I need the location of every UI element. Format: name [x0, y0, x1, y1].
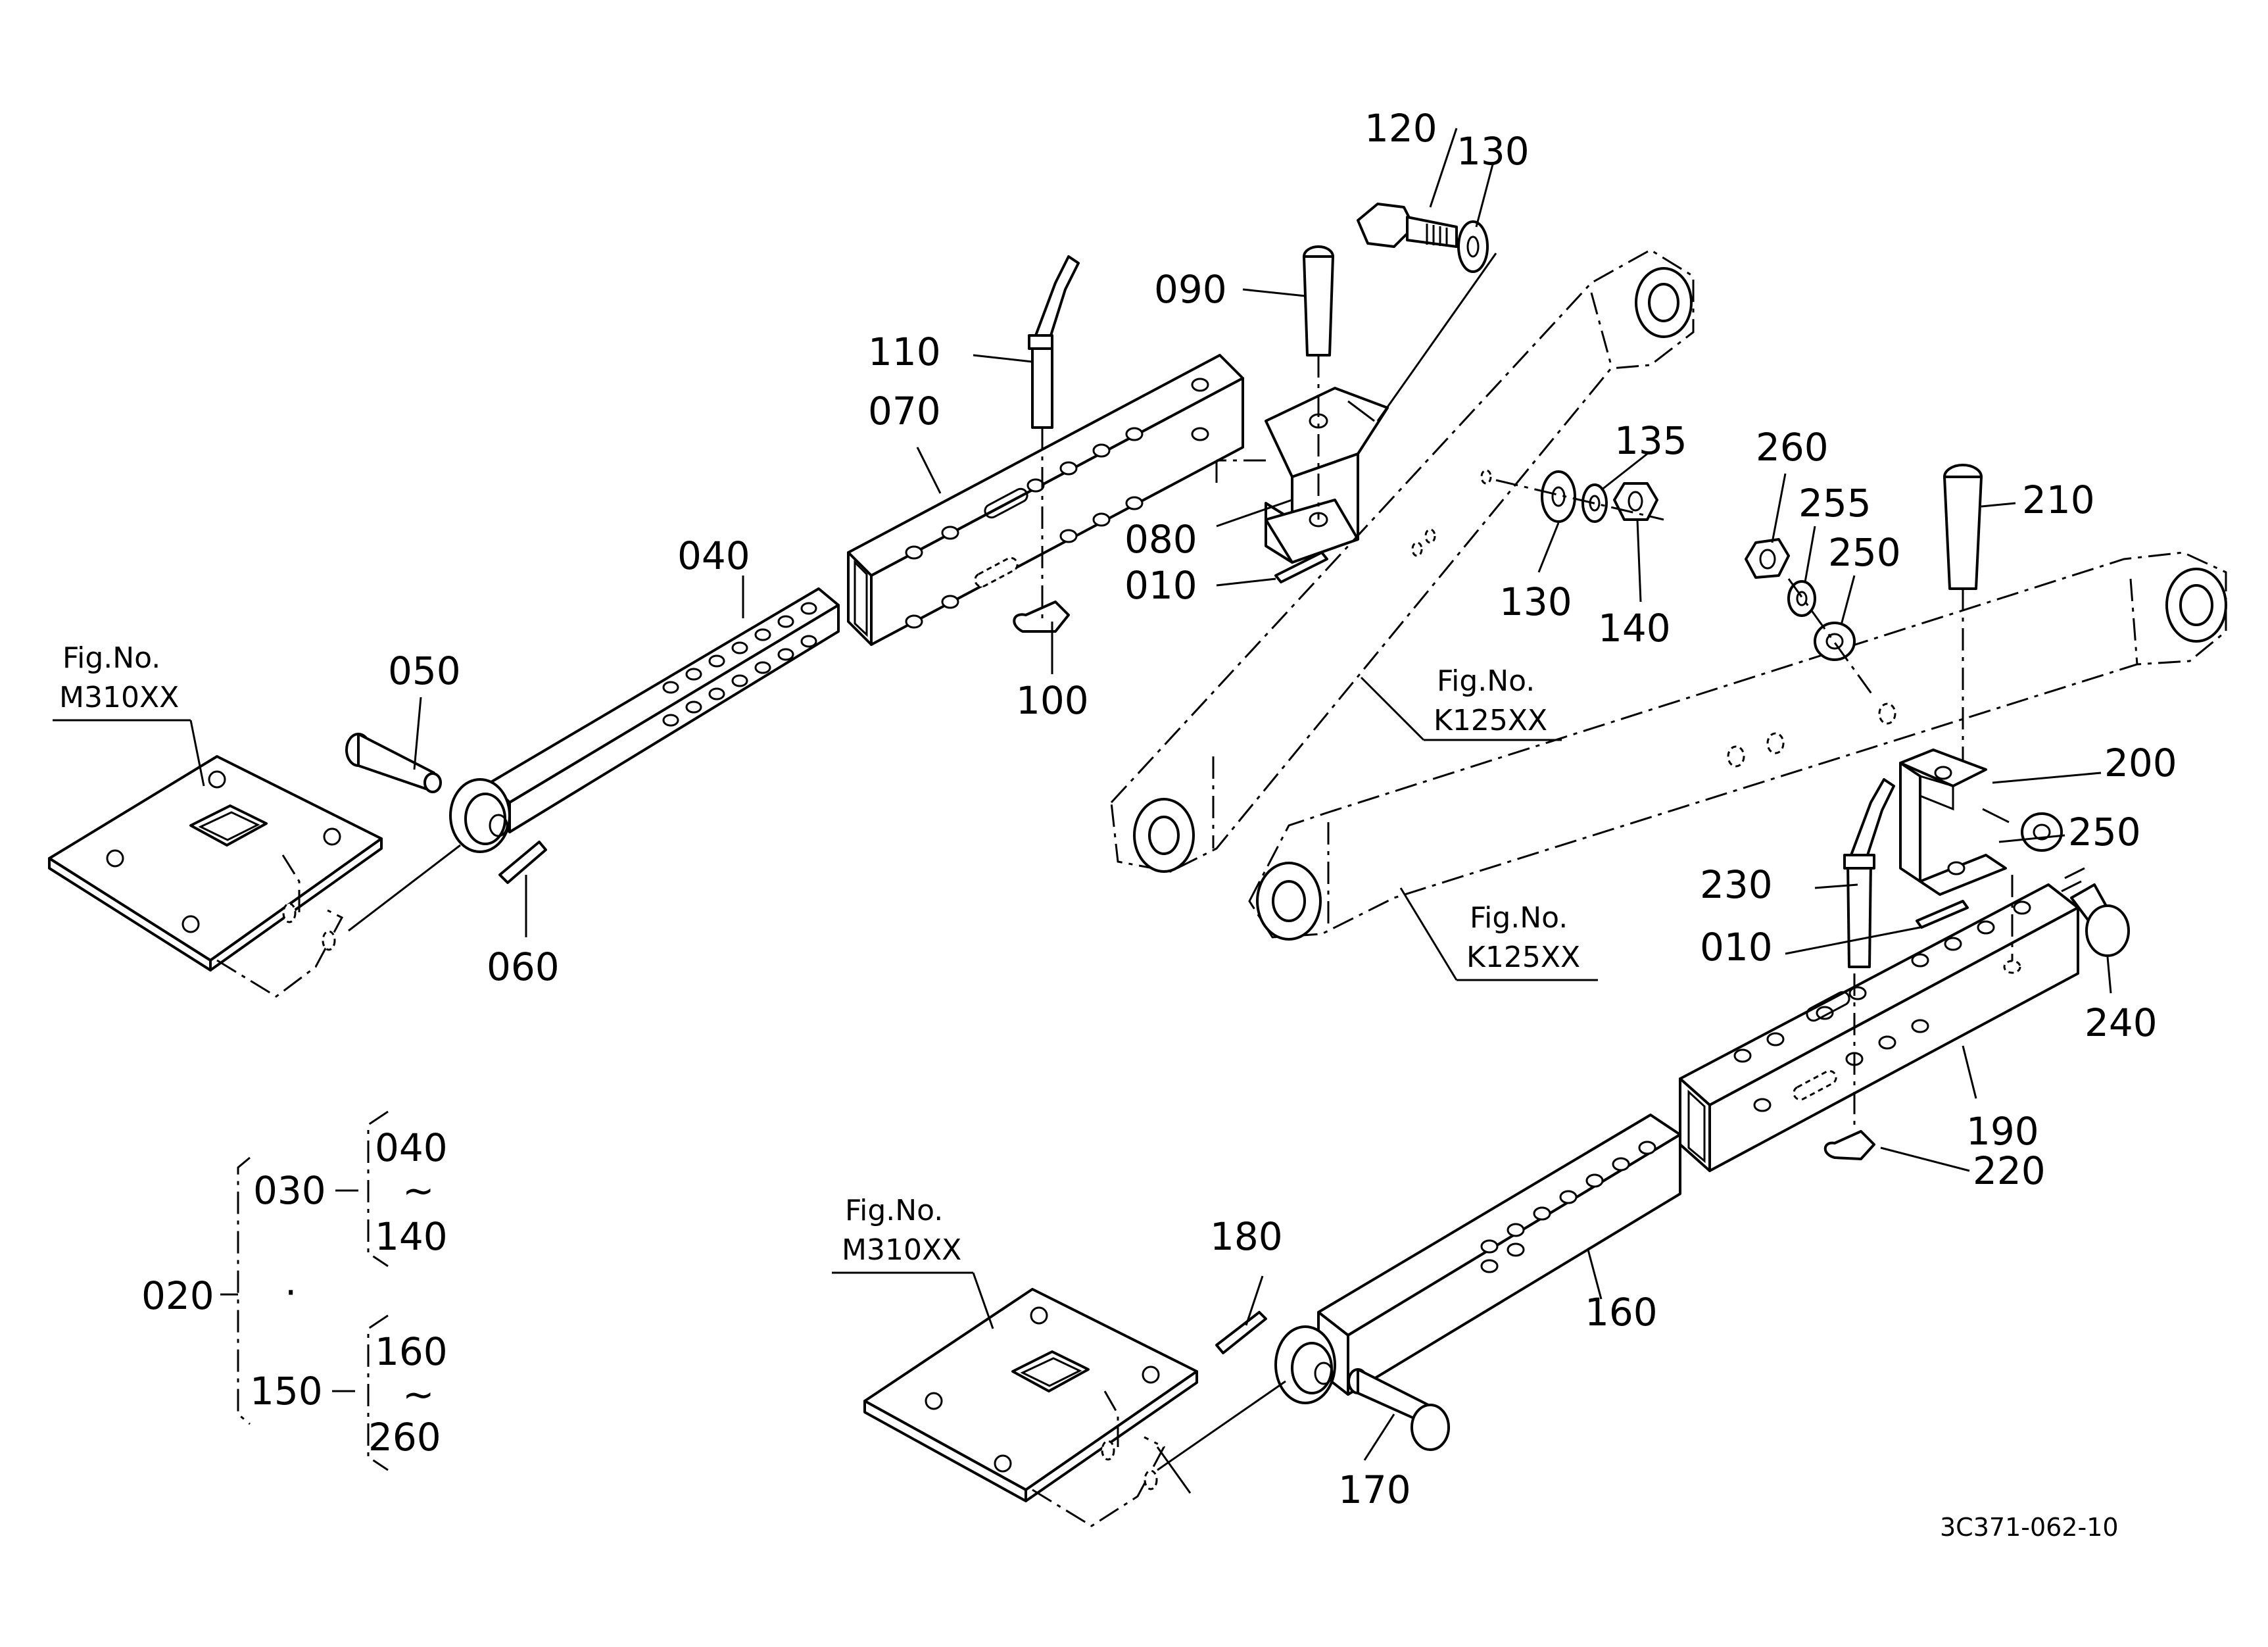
cotter-pin-060: [498, 841, 547, 884]
lift-arm-lower: [1248, 551, 2227, 941]
tree-root-label: 020: [141, 1273, 214, 1318]
bolt-120: [1357, 203, 1458, 248]
callout-255: 255: [1798, 481, 1871, 526]
lynch-pin-230: [1843, 778, 1895, 968]
stabilizer-outer-tube-190: [1679, 875, 2079, 1172]
tree-group-1-tilde: ~: [402, 1168, 435, 1213]
callout-060: 060: [487, 945, 560, 989]
bracket-080: [1215, 387, 1389, 564]
callout-110: 110: [868, 330, 941, 374]
lift-arm-upper: [1110, 249, 1695, 873]
callout-190: 190: [1966, 1109, 2039, 1154]
fig-ref-1-line2: M310XX: [59, 681, 179, 714]
callout-180: 180: [1210, 1214, 1283, 1259]
washer-250-lower: [2021, 812, 2063, 852]
pin-210: [1943, 464, 1983, 770]
callout-070: 070: [868, 389, 941, 433]
washer-130-lower: [1541, 470, 1576, 523]
callout-130-lower: 130: [1499, 579, 1572, 624]
callout-090: 090: [1154, 267, 1227, 312]
callout-080: 080: [1124, 517, 1197, 562]
nut-260: [1745, 538, 1790, 579]
fig-ref-4-line1: Fig.No.: [845, 1194, 943, 1227]
tree-dot: ·: [285, 1270, 297, 1315]
callout-250-lower: 250: [2068, 810, 2141, 854]
lock-washer-255: [1787, 580, 1816, 617]
callout-210: 210: [2022, 478, 2095, 522]
stabilizer-inner-bar-160: [1317, 1114, 1681, 1396]
callout-135: 135: [1614, 418, 1687, 463]
callout-260: 260: [1756, 425, 1829, 470]
callout-010-upper: 010: [1124, 563, 1197, 608]
lock-washer-135: [1581, 483, 1608, 523]
fig-ref-3-line1: Fig.No.: [1470, 901, 1568, 935]
callout-040: 040: [677, 533, 750, 578]
lynch-pin-110: [1028, 255, 1080, 618]
callout-120: 120: [1364, 106, 1437, 151]
callout-130-upper: 130: [1457, 129, 1530, 174]
callout-labels: 120 130 090 110 070 080 010 040 050 060 …: [388, 106, 2177, 1512]
leader-lines: [413, 128, 2112, 1461]
tree-group-1-code: 030: [253, 1168, 326, 1213]
fig-ref-4-line2: M310XX: [842, 1233, 961, 1267]
cotter-pin-010-lower: [1916, 900, 1969, 929]
callout-170: 170: [1338, 1467, 1411, 1512]
callout-230: 230: [1700, 862, 1773, 907]
stabilizer-ball-joint-lower: [1274, 1325, 1336, 1404]
callout-240: 240: [2085, 1000, 2158, 1045]
tree-group-2-tilde: ~: [402, 1372, 435, 1417]
fig-ref-3-line2: K125XX: [1466, 941, 1580, 974]
tree-group-2-from: 160: [375, 1329, 448, 1374]
pin-170: [1347, 1368, 1450, 1451]
cotter-pin-010-upper: [1274, 551, 1328, 583]
sheet-code: 3C371-062-10: [1940, 1513, 2119, 1542]
hitch-pin-220: [1823, 973, 1875, 1160]
fig-ref-1-line1: Fig.No.: [62, 641, 160, 675]
callout-220: 220: [1973, 1148, 2046, 1193]
assembly-tree: 020 030 · 150 040 ~ 140 160 ~ 260: [141, 1110, 448, 1471]
pin-050: [345, 733, 442, 793]
bracket-200: [1899, 749, 2007, 896]
reference-leaders: [53, 676, 1598, 1329]
cotter-pin-180: [1215, 1311, 1267, 1354]
figure-references: Fig.No. M310XX Fig.No. K125XX Fig.No. K1…: [59, 641, 1580, 1267]
fig-ref-2-line2: K125XX: [1434, 704, 1547, 737]
tree-group-1-to: 140: [375, 1214, 448, 1259]
stabilizer-ball-joint-upper: [449, 778, 511, 853]
stabilizer-outer-tube-070: [847, 354, 1244, 646]
callout-010-lower: 010: [1700, 925, 1773, 970]
pin-090: [1303, 245, 1334, 520]
hitch-pin-100: [1013, 601, 1070, 633]
callout-100: 100: [1016, 678, 1089, 723]
callout-250-upper: 250: [1828, 530, 1901, 575]
washer-130-upper: [1457, 220, 1489, 273]
fig-ref-2-line1: Fig.No.: [1437, 664, 1535, 698]
stabilizer-inner-bar-040: [489, 587, 840, 833]
callout-140: 140: [1598, 606, 1671, 651]
washer-250-upper: [1787, 578, 1875, 698]
callout-050: 050: [388, 649, 461, 693]
tree-group-1-from: 040: [375, 1125, 448, 1170]
tree-group-2-code: 150: [250, 1369, 323, 1413]
bracket-plate-lower: [863, 1288, 1286, 1527]
callout-160: 160: [1585, 1290, 1658, 1335]
bracket-plate-upper: [48, 755, 461, 998]
tree-group-2-to: 260: [368, 1415, 441, 1460]
pin-240: [2061, 867, 2130, 957]
nut-140: [1495, 479, 1664, 521]
callout-200: 200: [2104, 741, 2177, 785]
